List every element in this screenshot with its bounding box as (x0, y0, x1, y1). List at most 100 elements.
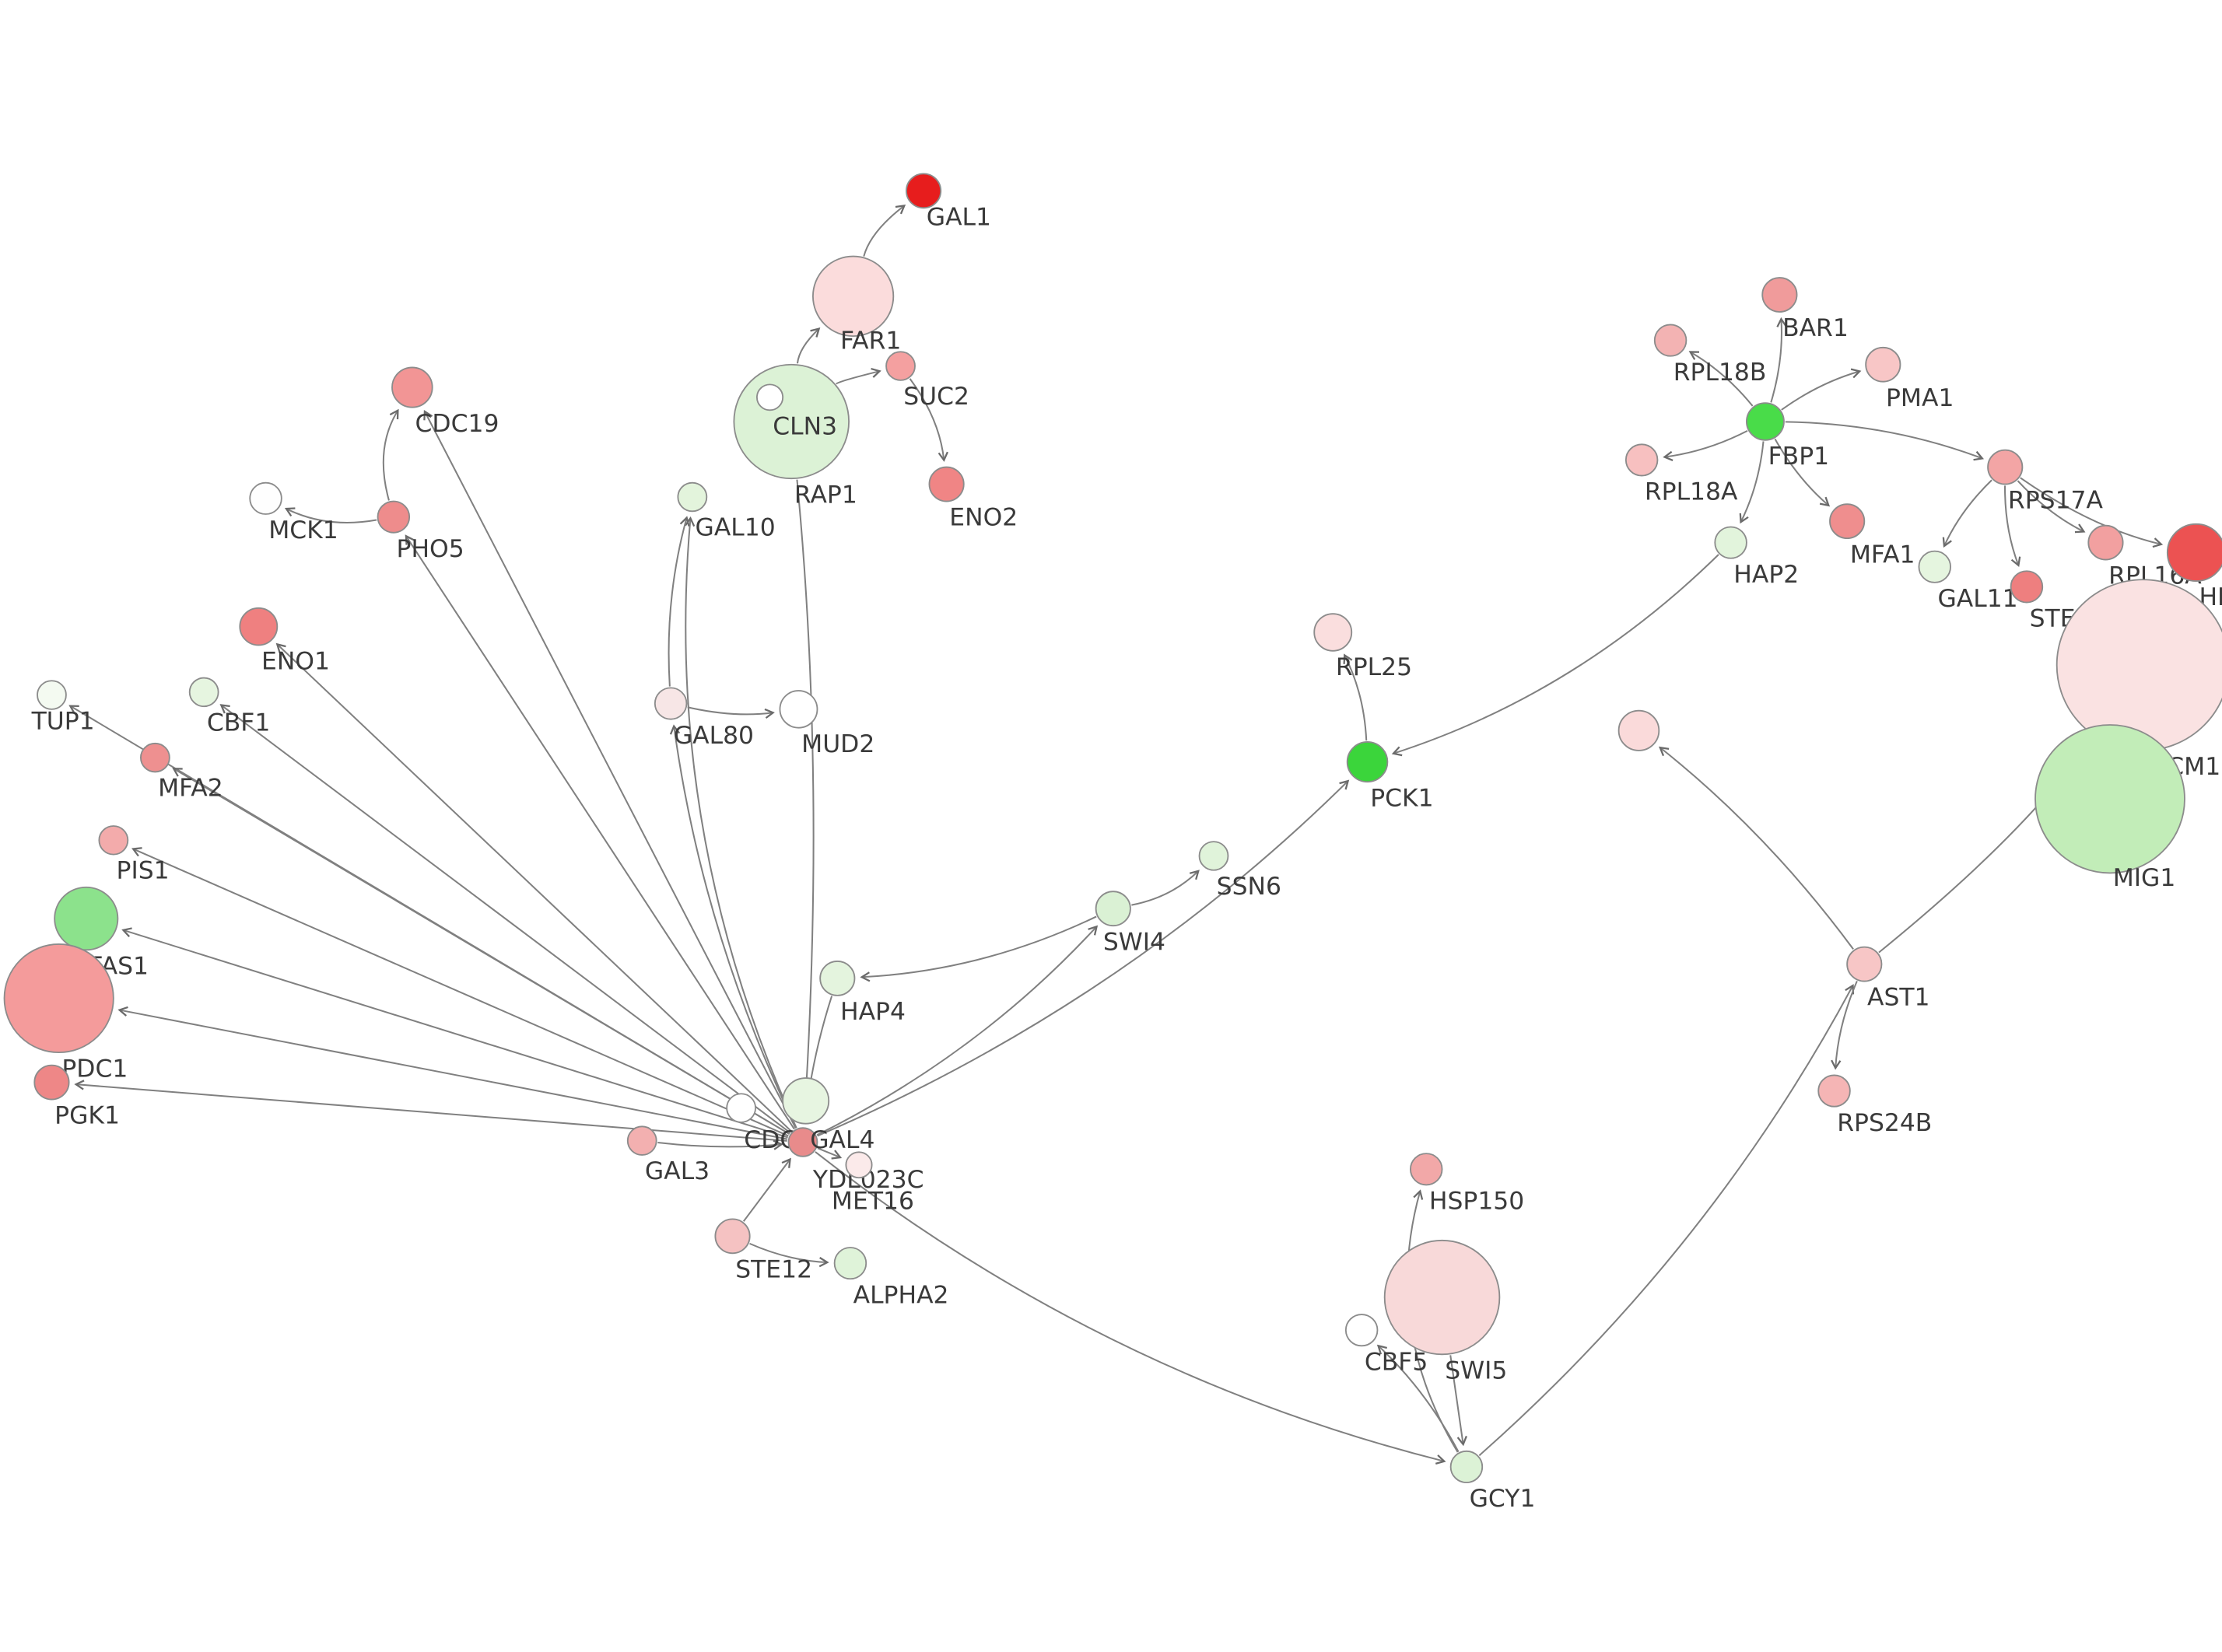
node-MCM1[interactable] (2056, 579, 2222, 751)
node-AST1[interactable] (1846, 946, 1883, 982)
edge-AST1-RPS24B[interactable] (1831, 981, 1858, 1070)
edge-FBP1-RPL18A[interactable] (1663, 429, 1748, 461)
edge-AST1-node-x[interactable] (1658, 746, 1854, 950)
node-ENO2[interactable] (928, 466, 965, 502)
node-ALPHA2[interactable] (833, 1247, 867, 1280)
node-CBF1[interactable] (188, 677, 219, 708)
edge-RAP1-SUC2[interactable] (836, 368, 881, 385)
node-GCY1[interactable] (1449, 1450, 1484, 1484)
edge-PHO5-CDC19[interactable] (382, 408, 399, 501)
node-PMA1[interactable] (1865, 346, 1901, 383)
node-CLN3[interactable] (756, 383, 784, 411)
node-HAP4[interactable] (819, 961, 856, 996)
edge-SWI4-HAP4[interactable] (860, 915, 1097, 982)
node-STE2[interactable] (2010, 570, 2044, 604)
edge-STE12-GAL4[interactable] (742, 1157, 791, 1222)
node-GAL4[interactable] (787, 1127, 818, 1157)
node-STE12[interactable] (714, 1218, 751, 1255)
edge-GAL4-GAL10[interactable] (684, 516, 797, 1129)
edge-GAL4-MFA2[interactable] (172, 768, 790, 1135)
node-PGK1[interactable] (33, 1064, 70, 1101)
node-MET16[interactable] (845, 1151, 873, 1179)
edge-GAL4-GCY1[interactable] (815, 1151, 1446, 1465)
node-FBP1[interactable] (1746, 402, 1785, 441)
edge-GAL80-MUD2[interactable] (687, 706, 775, 719)
node-MIG1[interactable] (2034, 724, 2185, 874)
edge-HAP2-PCK1[interactable] (1391, 554, 1719, 757)
node-GAL3[interactable] (626, 1125, 657, 1156)
edge-FBP1-RPS17A[interactable] (1785, 421, 1985, 461)
edge-RPS17A-GAL11[interactable] (1942, 479, 1992, 548)
edge-GAL4-SWI4[interactable] (816, 925, 1099, 1136)
edge-FBP1-BAR1[interactable] (1770, 317, 1787, 403)
node-label-RPS17A: RPS17A (2008, 487, 2104, 515)
edge-GAL4-PCK1[interactable] (817, 779, 1350, 1137)
node-MFA2[interactable] (140, 742, 170, 773)
edge-GCY1-AST1[interactable] (1478, 984, 1855, 1457)
edge-GAL4-CDC19[interactable] (423, 409, 797, 1129)
edge-FBP1-RPL18B[interactable] (1688, 351, 1754, 407)
node-CBF5[interactable] (1344, 1314, 1379, 1347)
edge-RPS17A-STE2[interactable] (2004, 485, 2021, 568)
edge-GAL4-GAL80[interactable] (669, 724, 797, 1129)
edge-FAR1-GAL1[interactable] (863, 205, 906, 257)
node-SWI4[interactable] (1095, 891, 1131, 927)
node-RPL25[interactable] (1313, 613, 1353, 652)
edge-GAL4-MET16[interactable] (817, 1147, 843, 1160)
edge-GAL3-GAL4[interactable] (657, 1139, 783, 1150)
node-FAR1[interactable] (812, 255, 895, 338)
node-CDC19[interactable] (391, 366, 433, 408)
node-BAR1[interactable] (1761, 277, 1798, 313)
node-MFA1[interactable] (1829, 503, 1866, 540)
edge-GAL4-PHO5[interactable] (405, 534, 795, 1130)
edge-FBP1-HAP2[interactable] (1739, 441, 1765, 524)
node-PCK1[interactable] (1346, 741, 1389, 783)
node-node-x[interactable] (1617, 709, 1660, 751)
node-HIS4[interactable] (2166, 523, 2222, 582)
node-GAL80[interactable] (654, 687, 688, 720)
node-RPS17A[interactable] (1987, 449, 2024, 485)
edge-GAL80-GAL10[interactable] (668, 516, 690, 687)
edge-SWI5-GCY1[interactable] (1449, 1355, 1467, 1447)
node-ENO1[interactable] (239, 607, 279, 646)
edge-GAL4-ENO1[interactable] (275, 642, 792, 1132)
node-GAL1[interactable] (906, 173, 942, 209)
edge-FBP1-PMA1[interactable] (1781, 368, 1862, 411)
node-HAP2[interactable] (1714, 526, 1747, 559)
node-RPL18A[interactable] (1624, 443, 1659, 477)
edge-SWI4-SSN6[interactable] (1131, 870, 1200, 906)
edge-GAL4-CBF1[interactable] (219, 704, 791, 1134)
node-PHO5[interactable] (377, 500, 411, 534)
edge-GAL4-PIS1[interactable] (131, 847, 789, 1137)
edge-STE12-ALPHA2[interactable] (749, 1242, 829, 1268)
edge-SUC2-ENO2[interactable] (909, 378, 948, 462)
edge-GAL4-PDC1[interactable] (117, 1006, 788, 1140)
edge-RPS17A-HIS4[interactable] (2020, 477, 2164, 548)
node-MCK1[interactable] (249, 481, 282, 515)
edge-RAP1-GAL4[interactable] (796, 479, 815, 1123)
node-PIS1[interactable] (98, 825, 129, 856)
edge-GAL4-FAS1[interactable] (121, 927, 788, 1139)
node-GAL11[interactable] (1918, 550, 1951, 583)
node-MUD2[interactable] (779, 690, 818, 729)
node-GAL10[interactable] (677, 481, 708, 513)
node-RPL16A[interactable] (2087, 524, 2124, 561)
edge-GAL4-PGK1[interactable] (74, 1080, 787, 1142)
edge-PHO5-MCK1[interactable] (284, 507, 377, 523)
node-SUC2[interactable] (885, 351, 916, 381)
node-SWI5[interactable] (1383, 1239, 1501, 1356)
node-FAS1[interactable] (54, 886, 119, 951)
node-TUP1[interactable] (37, 680, 67, 710)
edge-GCY1-CBF5[interactable] (1376, 1344, 1460, 1453)
node-RPS24B[interactable] (1817, 1074, 1851, 1108)
edge-RAP1-FAR1[interactable] (796, 327, 821, 364)
node-HSP150[interactable] (1410, 1153, 1443, 1186)
edge-PCK1-RPL25[interactable] (1343, 653, 1368, 741)
node-RPL18B[interactable] (1653, 324, 1688, 357)
edge-RPS17A-RPL16A[interactable] (2017, 480, 2086, 534)
edge-FBP1-MFA1[interactable] (1774, 438, 1831, 507)
node-SSN6[interactable] (1198, 841, 1229, 871)
node-YDL023C[interactable] (782, 1077, 830, 1125)
node-PDC1[interactable] (3, 943, 114, 1054)
node-CDC6[interactable] (726, 1093, 756, 1123)
